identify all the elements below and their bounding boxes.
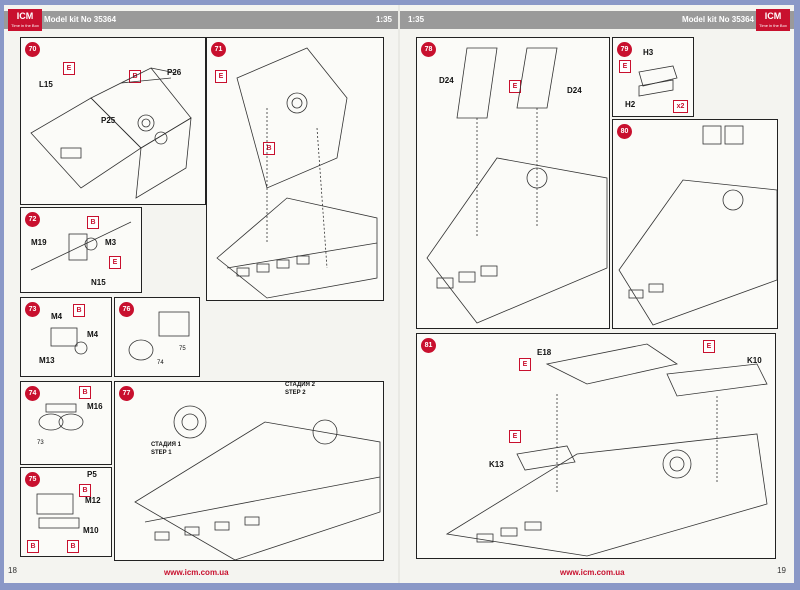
sprue-tag: B — [27, 540, 39, 553]
box-drawing — [36, 493, 80, 529]
left-scale: 1:35 — [375, 15, 392, 24]
step-73-panel: 73 B M4 M4 M13 — [20, 297, 112, 377]
part-label: L15 — [39, 80, 53, 89]
storage-bins-drawing — [426, 47, 608, 324]
wheel-drawing — [38, 403, 84, 431]
step-71-panel: 71 E B — [206, 37, 384, 301]
sprue-tag: E — [509, 430, 521, 443]
hull-assembly-drawing — [216, 47, 378, 299]
step-number: 75 — [25, 472, 40, 487]
right-header-bar: 1:35 Model kit No 35364 — [400, 11, 794, 29]
part-label: P5 — [87, 470, 97, 479]
part-label: M19 — [31, 238, 47, 247]
reference-label: 74 — [157, 360, 164, 366]
left-model-number: Model kit No 35364 — [44, 15, 117, 24]
sprue-tag: B — [263, 142, 275, 155]
sprue-tag: B — [73, 304, 85, 317]
step-2-label: STEP 2 — [285, 390, 306, 396]
sprue-tag: B — [79, 386, 91, 399]
bin-install-drawing — [618, 125, 777, 326]
left-page-number: 18 — [8, 566, 17, 575]
right-page-number: 19 — [777, 566, 786, 575]
sprue-tag: E — [215, 70, 227, 83]
step-81-panel: 81 E E E E18 K10 K13 — [416, 333, 776, 559]
step-number: 79 — [617, 42, 632, 57]
axle-drawing — [30, 221, 132, 271]
step-70-panel: 70 E B L15 P26 P25 — [20, 37, 206, 205]
step-number: 81 — [421, 338, 436, 353]
step-1-label: STEP 1 — [151, 450, 172, 456]
part-label: M3 — [105, 238, 117, 247]
step-77-panel: 77 СТАДИЯ 1 STEP 1 СТАДИЯ 2 STEP 2 — [114, 381, 384, 561]
step-76-panel: 76 75 74 — [114, 297, 200, 377]
suspension-drawing — [128, 311, 190, 361]
hull-side-drawing — [30, 67, 192, 199]
sprue-tag: E — [519, 358, 531, 371]
part-label: E18 — [537, 348, 552, 357]
step-number: 70 — [25, 42, 40, 57]
part-label: H2 — [625, 100, 636, 109]
right-model-number: Model kit No 35364 — [681, 15, 754, 24]
step-number: 74 — [25, 386, 40, 401]
step-number: 76 — [119, 302, 134, 317]
right-footer-url: www.icm.com.ua — [560, 568, 625, 577]
part-label: K13 — [489, 460, 504, 469]
right-scale: 1:35 — [408, 15, 425, 24]
part-label: M4 — [87, 330, 99, 339]
deck-assembly-drawing — [445, 343, 768, 557]
part-label: M13 — [39, 356, 55, 365]
step-72-panel: 72 B E M19 M3 N15 — [20, 207, 142, 293]
step-number: 73 — [25, 302, 40, 317]
reference-label: 75 — [179, 346, 186, 352]
step-number: 80 — [617, 124, 632, 139]
left-header-bar: Model kit No 35364 1:35 — [4, 11, 398, 29]
left-footer-url: www.icm.com.ua — [164, 568, 229, 577]
part-label: H3 — [643, 48, 654, 57]
step-number: 71 — [211, 42, 226, 57]
sprue-tag: B — [129, 70, 141, 83]
step-79-panel: 79 E H3 H2 x2 — [612, 37, 694, 117]
part-label: D24 — [567, 86, 582, 95]
sprue-tag: B — [79, 484, 91, 497]
stage-2-label: СТАДИЯ 2 — [285, 382, 315, 388]
bracket-part-drawing — [638, 65, 678, 97]
quantity-tag: x2 — [673, 100, 688, 113]
part-label: M4 — [51, 312, 63, 321]
sprue-tag: B — [67, 540, 79, 553]
part-label: P25 — [101, 116, 116, 125]
part-label: M16 — [87, 402, 103, 411]
step-78-panel: 78 E D24 D24 — [416, 37, 610, 329]
part-label: D24 — [439, 76, 454, 85]
stage-1-label: СТАДИЯ 1 — [151, 442, 181, 448]
step-80-panel: 80 — [612, 119, 778, 329]
sprue-tag: E — [63, 62, 75, 75]
part-label: M10 — [83, 526, 99, 535]
part-label: M12 — [85, 496, 101, 505]
step-74-panel: 74 B M16 73 — [20, 381, 112, 465]
step-75-panel: 75 B B B P5 M12 M10 — [20, 467, 112, 557]
bracket-drawing — [50, 327, 88, 355]
part-label: K10 — [747, 356, 762, 365]
chassis-drawing — [134, 405, 381, 560]
booklet-spine — [396, 5, 402, 583]
step-number: 77 — [119, 386, 134, 401]
sprue-tag: E — [619, 60, 631, 73]
reference-label: 73 — [37, 440, 44, 446]
step-number: 72 — [25, 212, 40, 227]
sprue-tag: E — [703, 340, 715, 353]
part-label: N15 — [91, 278, 106, 287]
sprue-tag: B — [87, 216, 99, 229]
step-number: 78 — [421, 42, 436, 57]
sprue-tag: E — [109, 256, 121, 269]
